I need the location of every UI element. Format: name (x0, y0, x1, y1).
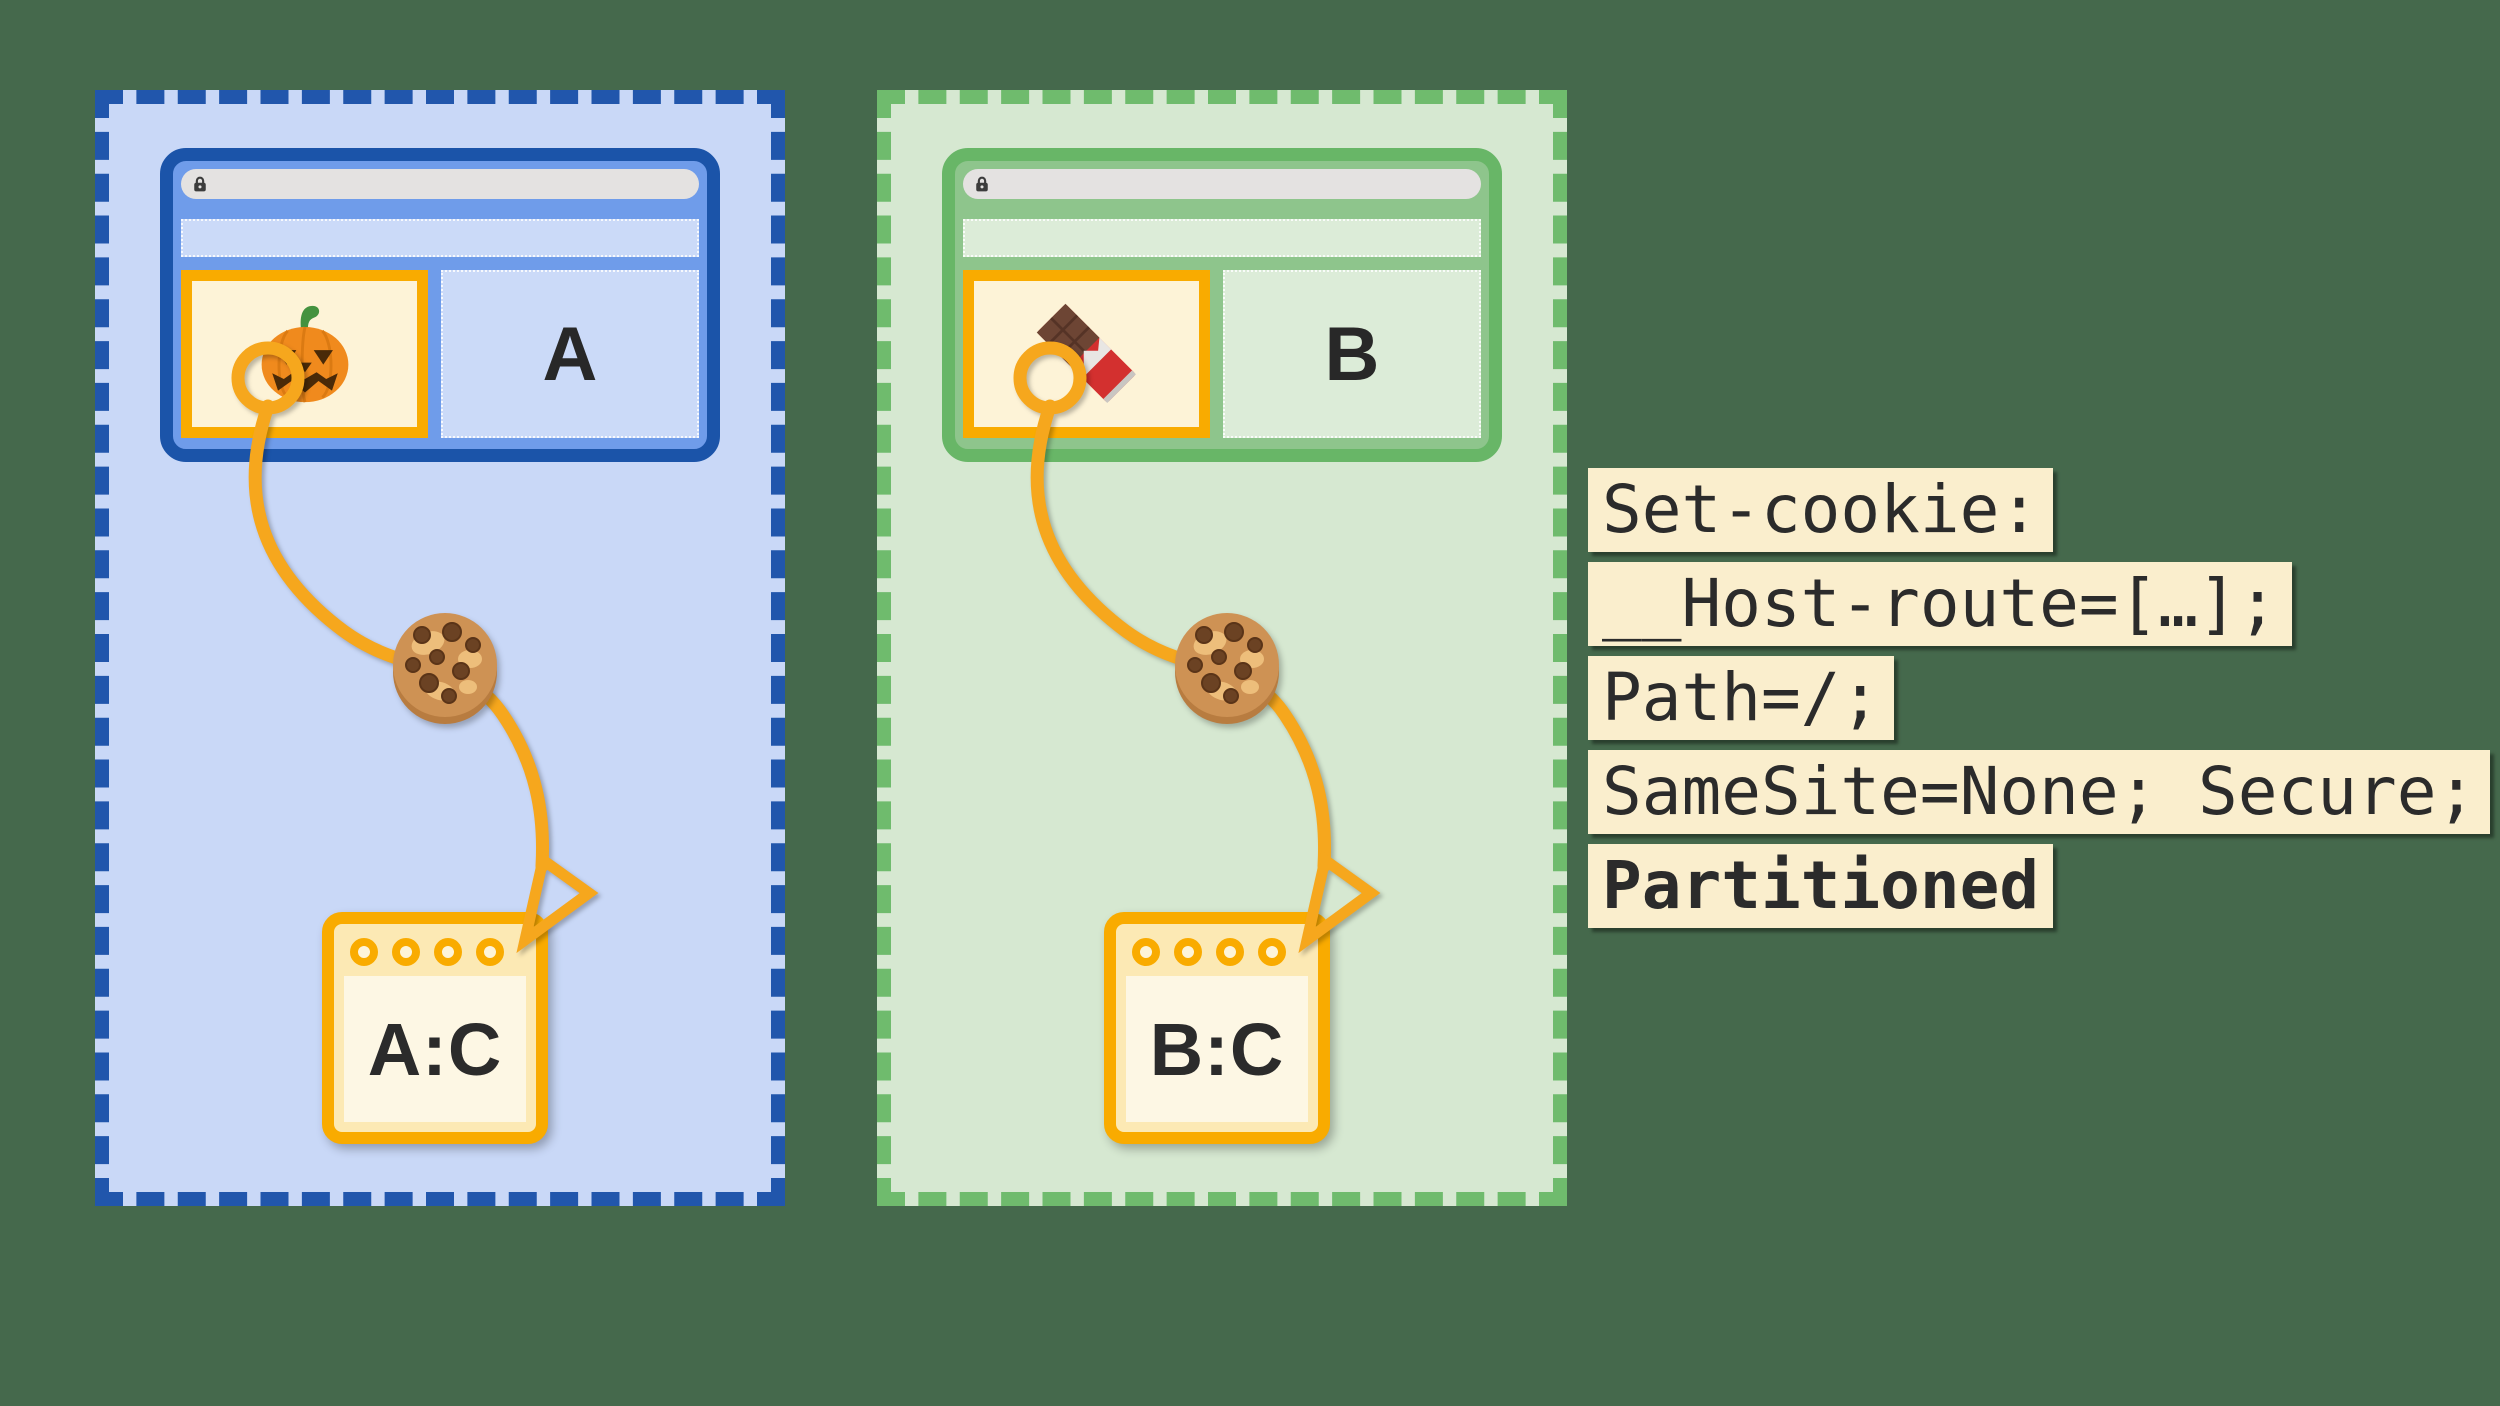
embedded-iframe-c (963, 270, 1210, 438)
storage-dot (1174, 938, 1202, 966)
site-b-label: B (1324, 311, 1380, 397)
storage-dot (350, 938, 378, 966)
partition-site-b: B B:C (877, 90, 1567, 1206)
partition-key-b: B:C (1126, 976, 1308, 1122)
storage-dot (392, 938, 420, 966)
lock-icon (976, 176, 988, 192)
storage-dot (1216, 938, 1244, 966)
page-embeds-row: B (963, 270, 1481, 438)
code-line-host-route: __Host-route=[…]; (1588, 562, 2292, 646)
partition-storage-a: A:C (322, 912, 548, 1144)
page-content-placeholder (963, 219, 1481, 257)
pumpkin-icon (261, 305, 348, 403)
storage-dot (1132, 938, 1160, 966)
browser-window-b: B (942, 148, 1502, 462)
code-line-path: Path=/; (1588, 656, 1895, 740)
page-embeds-row: A (181, 270, 699, 438)
site-b-viewport: B (1223, 270, 1481, 438)
storage-dot (1258, 938, 1286, 966)
site-a-viewport: A (441, 270, 699, 438)
storage-dots (1132, 938, 1308, 966)
url-bar (963, 169, 1481, 199)
storage-dot (434, 938, 462, 966)
embedded-iframe-c (181, 270, 428, 438)
code-line-set-cookie: Set-cookie: (1588, 468, 2054, 552)
browser-window-a: A (160, 148, 720, 462)
code-line-partitioned: Partitioned (1588, 844, 2054, 928)
storage-dot (476, 938, 504, 966)
partition-site-a: A A:C (95, 90, 785, 1206)
lock-icon (194, 176, 206, 192)
partition-key-a: A:C (344, 976, 526, 1122)
cookie-icon (380, 603, 510, 733)
url-bar (181, 169, 699, 199)
set-cookie-header-callout: Set-cookie: __Host-route=[…]; Path=/; Sa… (1588, 468, 2491, 938)
page-content-placeholder (181, 219, 699, 257)
chocolate-icon (1036, 303, 1136, 403)
code-line-samesite-secure: SameSite=None; Secure; (1588, 750, 2491, 834)
cookie-icon (1162, 603, 1292, 733)
site-a-label: A (542, 311, 598, 397)
partition-storage-b: B:C (1104, 912, 1330, 1144)
storage-dots (350, 938, 526, 966)
